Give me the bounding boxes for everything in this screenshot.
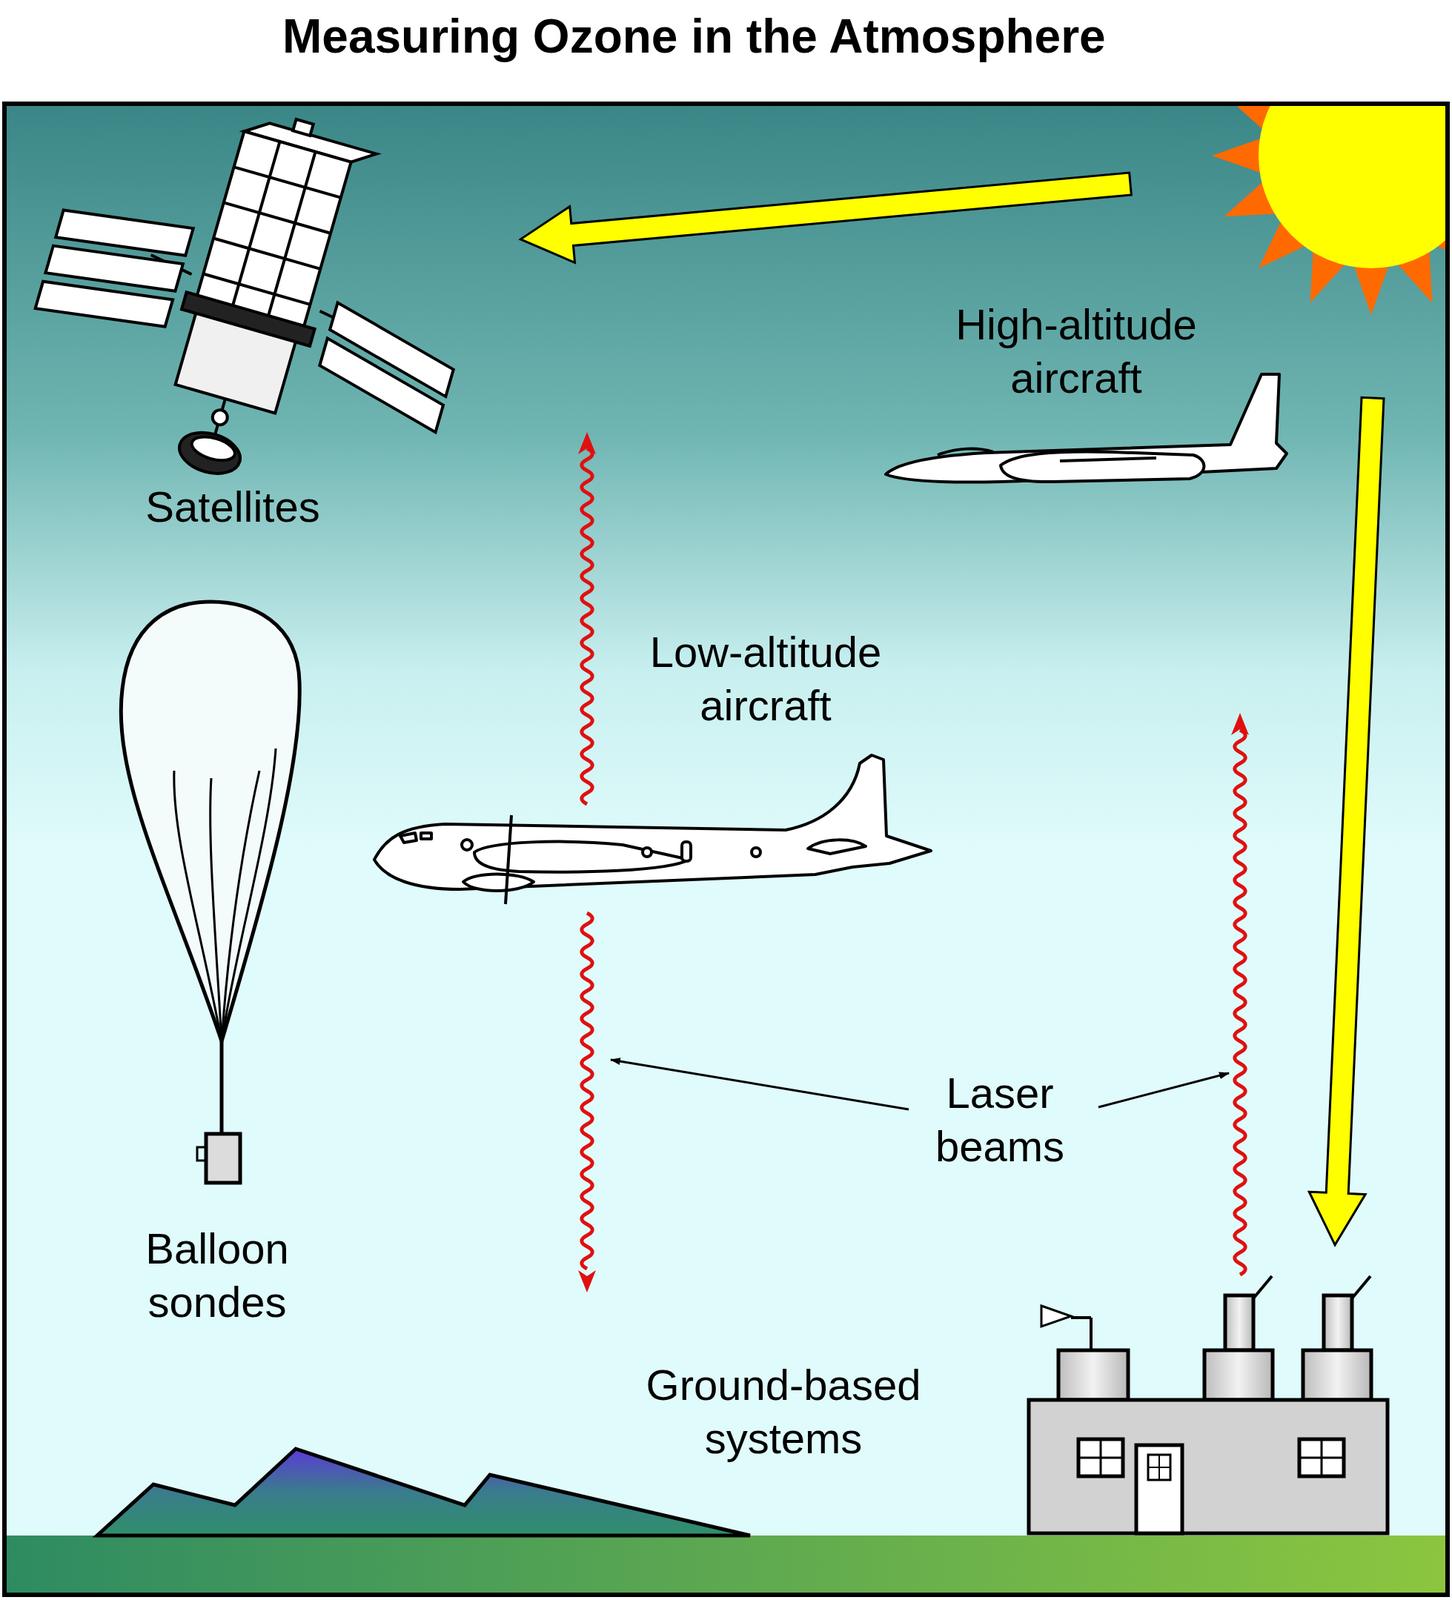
balloon-sonde [120,601,300,1183]
sun [1211,103,1448,316]
mountains [97,1449,751,1536]
ground [4,1535,1448,1596]
leader-lines [610,1059,1229,1110]
ground-station [1028,1276,1388,1534]
sky [4,103,1448,1596]
laser-beams [578,432,1249,1293]
laser-beam [581,448,593,805]
laser-beam [1234,730,1246,1275]
sunlight-arrow [1306,396,1401,1246]
ground-label: Ground-based systems [612,1358,954,1466]
satellite [5,64,508,530]
low-aircraft-label: Low-altitude aircraft [610,625,922,733]
sunlight-arrow [518,155,1133,268]
laser-beam [581,913,593,1269]
satellites-label: Satellites [106,480,359,534]
laser-arrowhead [1231,713,1249,736]
low-altitude-aircraft [374,755,931,905]
high-aircraft-label: High-altitude aircraft [920,297,1232,405]
laser-arrowhead [578,432,596,455]
laser-label: Laser beams [903,1066,1097,1174]
balloon-label: Balloon sondes [105,1222,329,1329]
frame [4,103,1448,1596]
title: Measuring Ozone in the Atmosphere [282,7,1106,66]
laser-arrowhead [578,1270,596,1293]
